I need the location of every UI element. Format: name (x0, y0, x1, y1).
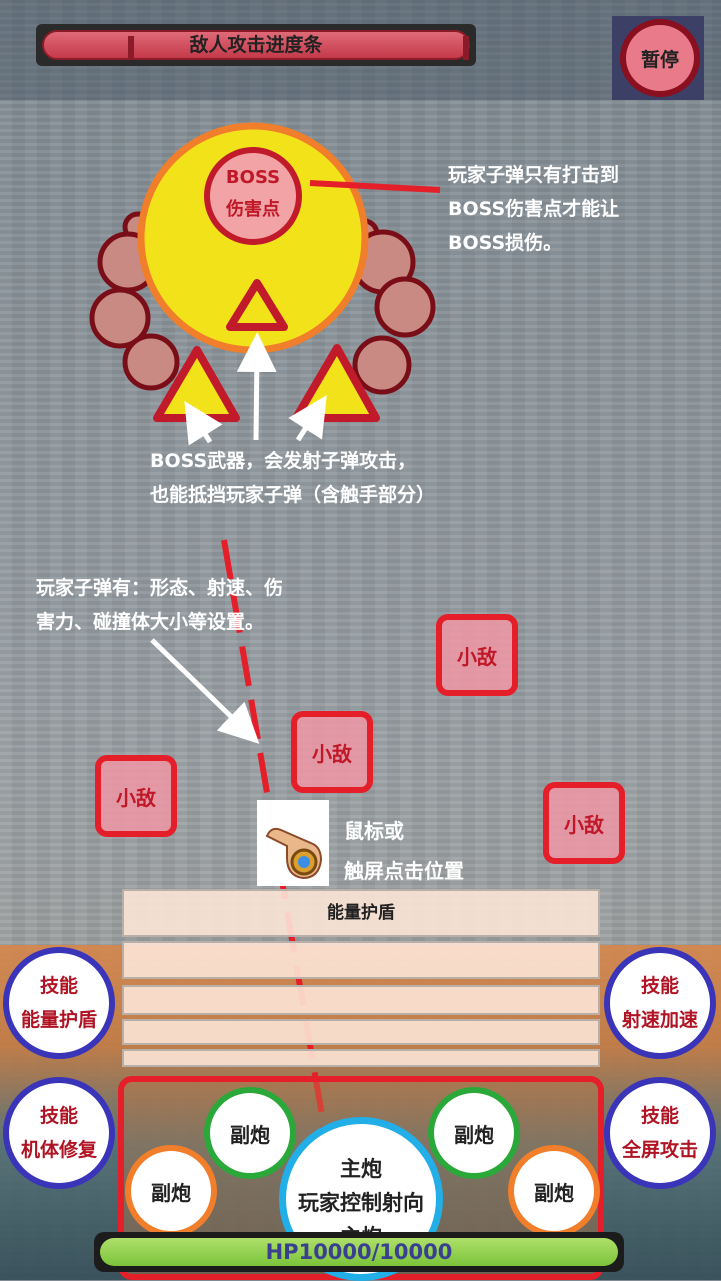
energy-shield-layer (122, 941, 600, 979)
skill-line1: 技能 (640, 1105, 679, 1127)
boss-damage-point-line1: BOSS (225, 167, 281, 188)
player-bullet-note: 玩家子弹有：形态、射速、伤 害力、碰撞体大小等设置。 (36, 571, 283, 639)
note-line: 玩家子弹只有打击到 (448, 164, 620, 186)
energy-shield-layer (122, 1049, 600, 1067)
enemy-progress-fill (42, 30, 470, 60)
damage-point-pointer-line (309, 180, 441, 193)
main-gun-line1: 主炮 (340, 1157, 382, 1181)
energy-shield-layer (122, 1019, 600, 1045)
energy-shield-bar: 能量护盾 (122, 889, 600, 937)
main-gun-line2: 玩家控制射向 (298, 1191, 424, 1215)
hp-label: HP10000/10000 (265, 1240, 453, 1264)
note-line: 玩家子弹有：形态、射速、伤 (36, 577, 284, 599)
skill-repair-button[interactable]: 技能 机体修复 (3, 1077, 115, 1189)
progress-tick-marker (128, 36, 134, 60)
skill-fire-rate-button[interactable]: 技能 射速加速 (604, 947, 716, 1059)
energy-shield-label: 能量护盾 (327, 903, 395, 923)
note-line: 也能抵挡玩家子弹（含触手部分） (150, 484, 436, 506)
skill-energy-shield-button[interactable]: 技能 能量护盾 (3, 947, 115, 1059)
note-line: BOSS损伤。 (448, 232, 563, 254)
small-enemy[interactable]: 小敌 (95, 755, 177, 837)
damage-point-note: 玩家子弹只有打击到 BOSS伤害点才能让 BOSS损伤。 (448, 158, 619, 260)
skill-line2: 能量护盾 (20, 1009, 97, 1031)
skill-line2: 全屏攻击 (621, 1139, 698, 1161)
skill-line1: 技能 (640, 975, 679, 997)
boss-damage-point-label: BOSS 伤害点 (207, 162, 299, 226)
enemy-attack-progress-bar: 敌人攻击进度条 (36, 24, 476, 66)
small-enemy[interactable]: 小敌 (291, 711, 373, 793)
cursor-note: 鼠标或 触屏点击位置 (344, 811, 464, 891)
sub-gun[interactable]: 副炮 (204, 1087, 296, 1179)
small-enemy[interactable]: 小敌 (543, 782, 625, 864)
hp-fill (100, 1238, 618, 1266)
enemy-progress-label: 敌人攻击进度条 (189, 34, 323, 56)
note-line: 害力、碰撞体大小等设置。 (36, 611, 265, 633)
sub-gun[interactable]: 副炮 (428, 1087, 520, 1179)
energy-shield-layer (122, 985, 600, 1015)
pointer-hand-icon (257, 800, 329, 886)
boss-damage-point (204, 147, 302, 245)
skill-screen-attack-button[interactable]: 技能 全屏攻击 (604, 1077, 716, 1189)
sub-gun[interactable]: 副炮 (508, 1145, 600, 1237)
pause-button[interactable]: 暂停 (620, 19, 700, 97)
skill-line1: 技能 (39, 975, 78, 997)
progress-tick-marker (463, 36, 469, 60)
note-line: 触屏点击位置 (344, 859, 464, 883)
skill-line2: 射速加速 (621, 1009, 698, 1031)
note-line: 鼠标或 (344, 819, 404, 843)
boss-weapon-note: BOSS武器，会发射子弹攻击， 也能抵挡玩家子弹（含触手部分） (150, 444, 435, 512)
skill-line2: 机体修复 (20, 1139, 97, 1161)
note-line: BOSS武器，会发射子弹攻击， (150, 450, 417, 472)
boss-damage-point-line2: 伤害点 (226, 199, 280, 220)
annotation-arrows (150, 332, 327, 744)
sub-gun[interactable]: 副炮 (125, 1145, 217, 1237)
hp-bar: HP10000/10000 (94, 1232, 624, 1272)
small-enemy[interactable]: 小敌 (436, 614, 518, 696)
note-line: BOSS伤害点才能让 (448, 198, 620, 220)
skill-line1: 技能 (39, 1105, 78, 1127)
